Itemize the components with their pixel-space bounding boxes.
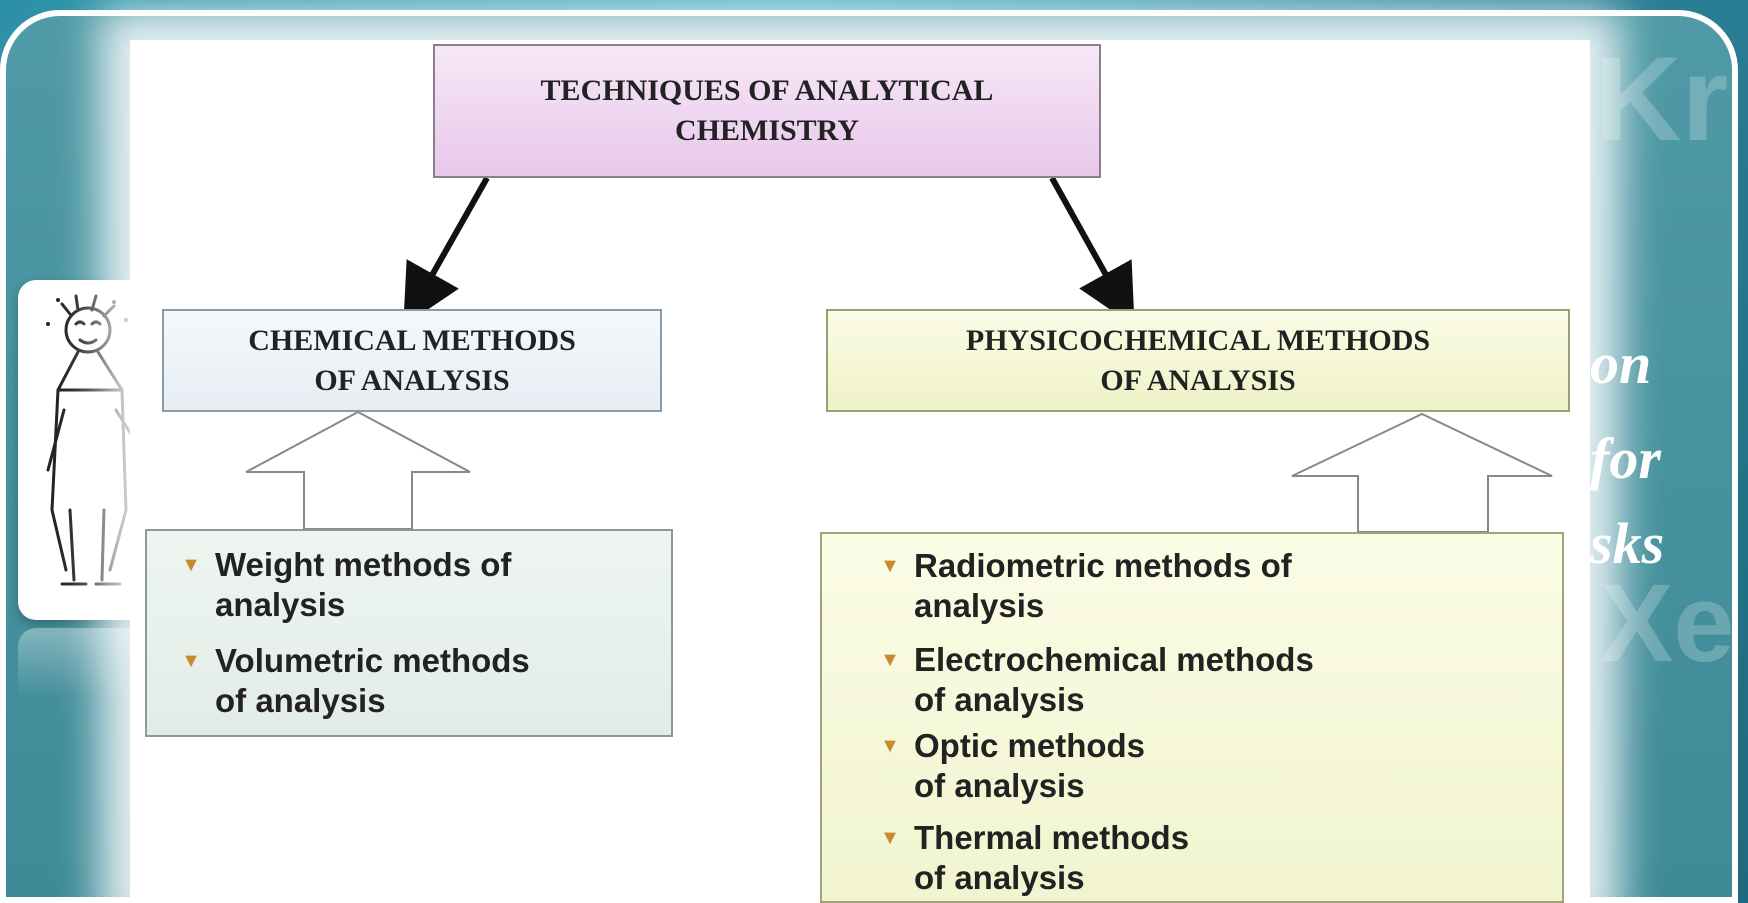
bullet-icon: ▼ bbox=[181, 650, 201, 672]
bullet-icon: ▼ bbox=[880, 827, 900, 849]
physicochemical-methods-list: ▼ Radiometric methods of analysis ▼ Elec… bbox=[820, 532, 1564, 903]
list-item-text: Radiometric methods of analysis bbox=[914, 547, 1292, 624]
list-item-text: Volumetric methods of analysis bbox=[215, 642, 530, 719]
hollow-arrow-physicochemical bbox=[1291, 412, 1553, 533]
bullet-icon: ▼ bbox=[880, 735, 900, 757]
watermark-kr: Kr bbox=[1595, 32, 1729, 166]
bullet-icon: ▼ bbox=[880, 555, 900, 577]
list-item-text: Weight methods of analysis bbox=[215, 546, 512, 623]
chemical-methods-list: ▼ Weight methods of analysis ▼ Volumetri… bbox=[145, 529, 673, 737]
side-text-2: for bbox=[1590, 426, 1661, 491]
hollow-arrow-chemical bbox=[245, 410, 471, 530]
chemical-methods-box: CHEMICAL METHODS OF ANALYSIS bbox=[162, 309, 662, 412]
list-item: ▼ Electrochemical methods of analysis bbox=[866, 640, 1314, 720]
physicochemical-methods-box: PHYSICOCHEMICAL METHODS OF ANALYSIS bbox=[826, 309, 1570, 412]
bullet-icon: ▼ bbox=[181, 554, 201, 576]
watermark-xe: Xe bbox=[1600, 562, 1735, 685]
list-item: ▼ Optic methods of analysis bbox=[866, 726, 1145, 806]
arrow-to-physicochemical bbox=[1049, 176, 1135, 327]
side-text-1: on bbox=[1590, 331, 1652, 396]
root-box: TECHNIQUES OF ANALYTICAL CHEMISTRY bbox=[433, 44, 1101, 178]
list-item: ▼ Thermal methods of analysis bbox=[866, 818, 1189, 898]
arrow-to-chemical bbox=[403, 176, 490, 327]
list-item: ▼ Volumetric methods of analysis bbox=[167, 641, 530, 721]
list-item-text: Electrochemical methods of analysis bbox=[914, 641, 1314, 718]
list-item-text: Optic methods of analysis bbox=[914, 727, 1146, 804]
bullet-icon: ▼ bbox=[880, 649, 900, 671]
list-item-text: Thermal methods of analysis bbox=[914, 819, 1190, 896]
list-item: ▼ Weight methods of analysis bbox=[167, 545, 511, 625]
side-text-3: sks bbox=[1590, 511, 1665, 576]
list-item: ▼ Radiometric methods of analysis bbox=[866, 546, 1292, 626]
